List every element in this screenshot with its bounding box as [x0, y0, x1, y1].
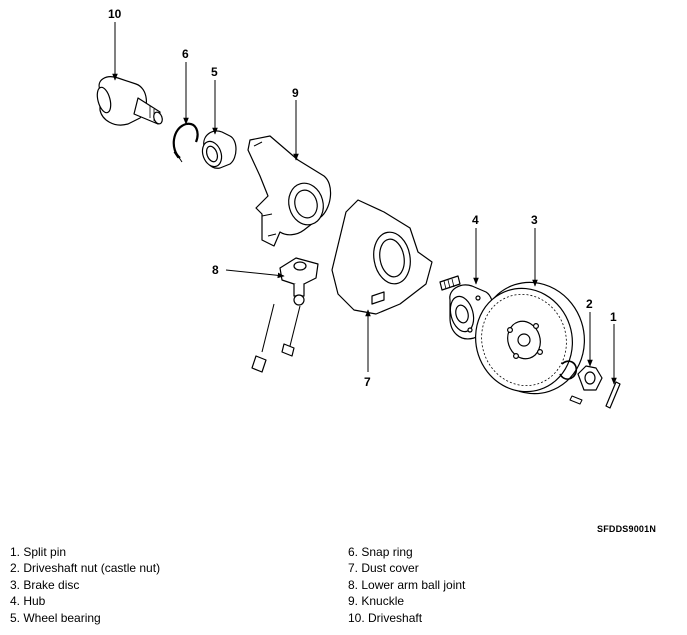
- legend-item: 5. Wheel bearing: [10, 610, 101, 625]
- knuckle-part: [247, 135, 332, 247]
- callout-8: 8: [212, 263, 219, 277]
- callout-7: 7: [364, 375, 371, 389]
- legend-item: 3. Brake disc: [10, 577, 80, 592]
- callout-2: 2: [586, 297, 593, 311]
- leader-line-8: [225, 269, 285, 279]
- legend-item: 6. Snap ring: [348, 545, 413, 559]
- callout-5: 5: [211, 65, 218, 79]
- callout-9: 9: [292, 86, 299, 100]
- wheel-bearing-part: [201, 130, 237, 169]
- parts-legend-right: 6. Snap ring 7. Dust cover 8. Lower arm …: [348, 544, 465, 626]
- exploded-view-diagram: 10 6 5 9 8 7 4 3 2 1: [96, 7, 621, 409]
- legend-item: 10. Driveshaft: [348, 610, 423, 625]
- driveshaft-nut-part: [569, 365, 603, 405]
- legend-item: 2. Driveshaft nut (castle nut): [10, 561, 161, 576]
- wheel-bolt-part: [439, 275, 461, 291]
- snap-ring-part: [172, 122, 199, 163]
- legend-item: 8. Lower arm ball joint: [348, 577, 466, 592]
- lower-arm-ball-joint-part: [251, 257, 319, 373]
- parts-legend-left: 1. Split pin 2. Driveshaft nut (castle n…: [10, 544, 160, 626]
- driveshaft-part: [96, 76, 163, 126]
- brake-disc-part: [475, 281, 585, 395]
- dust-cover-part: [331, 199, 433, 315]
- legend-item: 4. Hub: [10, 594, 46, 609]
- washer-part: [559, 360, 578, 380]
- split-pin-part: [605, 381, 621, 409]
- diagram-code: SFDDS9001N: [597, 524, 657, 534]
- legend-item: 1. Split pin: [10, 545, 67, 559]
- callout-10: 10: [108, 7, 122, 21]
- callout-4: 4: [472, 213, 479, 227]
- legend-item: 9. Knuckle: [348, 594, 405, 609]
- callout-3: 3: [531, 213, 538, 227]
- callout-1: 1: [610, 310, 617, 324]
- callout-6: 6: [182, 47, 189, 61]
- legend-item: 7. Dust cover: [348, 561, 419, 576]
